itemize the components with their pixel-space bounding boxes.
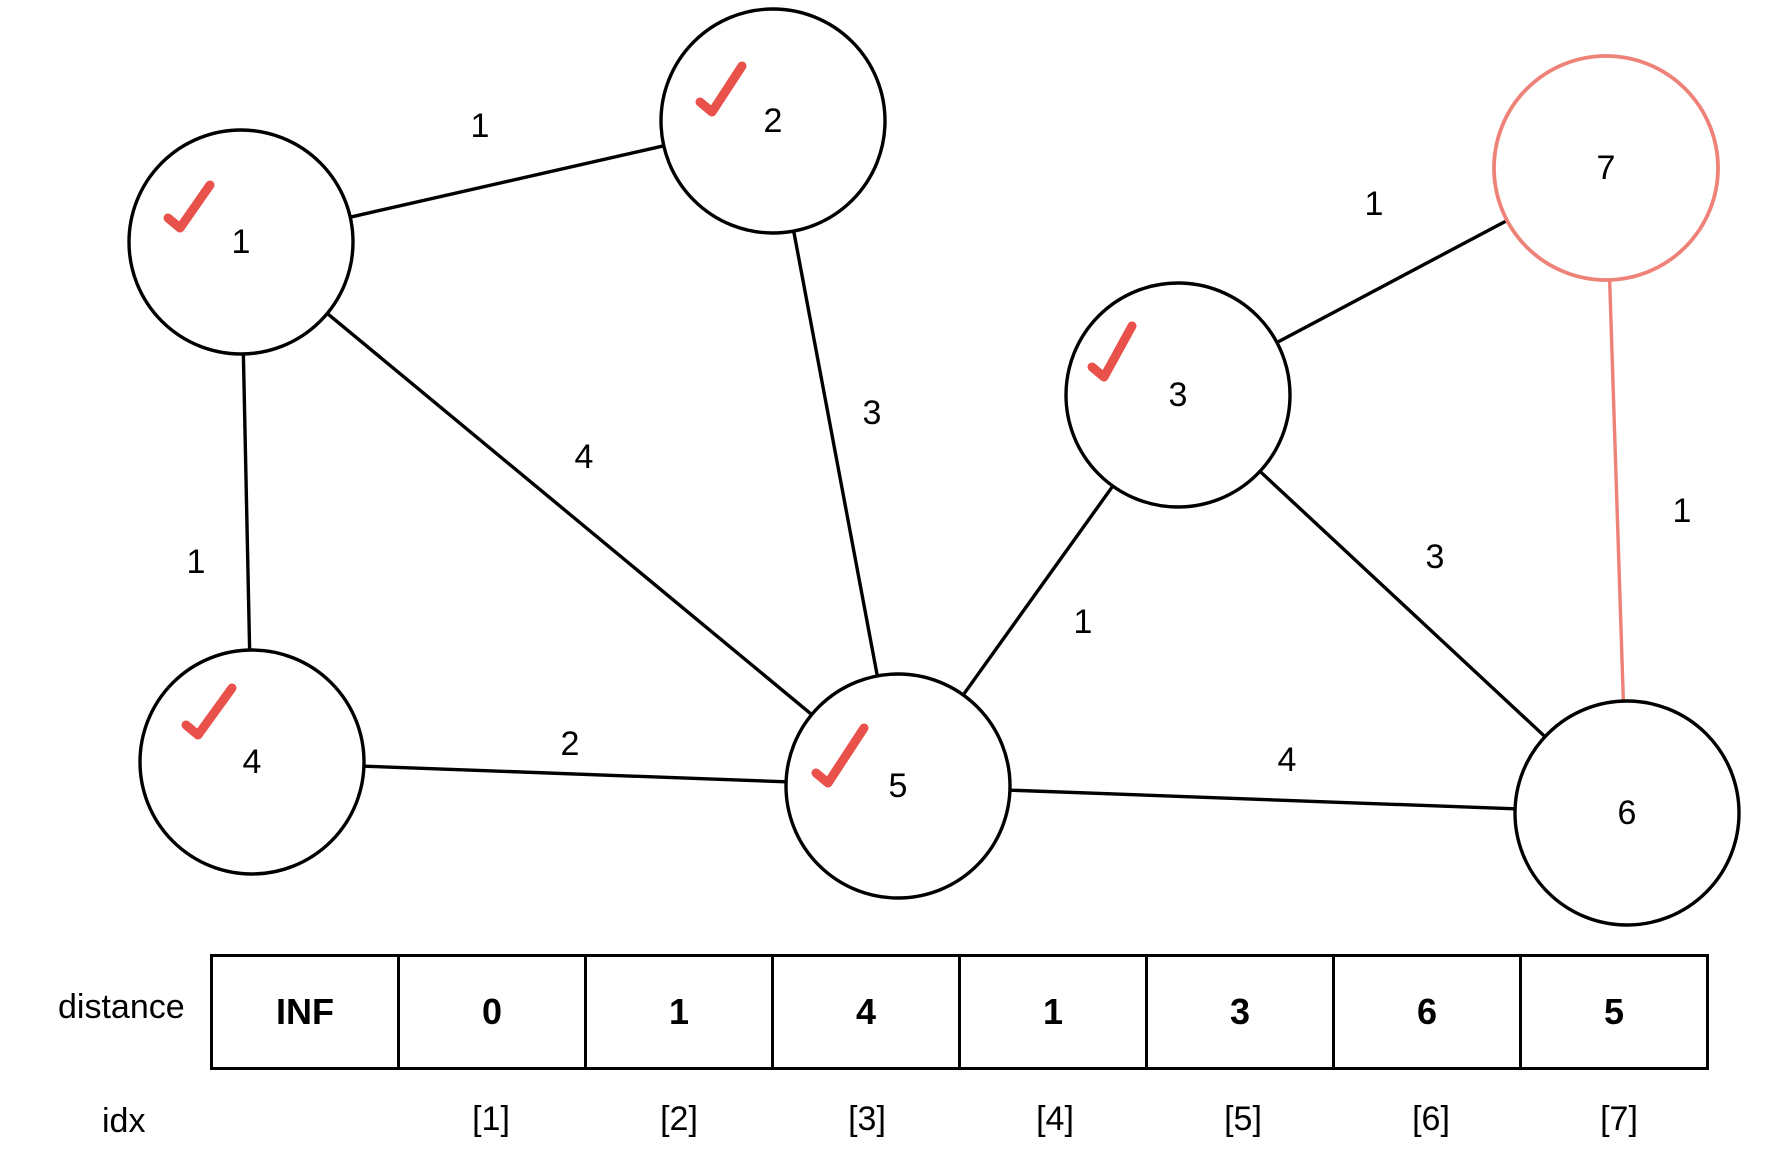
edge-5-3 — [961, 485, 1115, 696]
node-7: 7 — [1492, 54, 1720, 282]
distance-cell-4: 1 — [958, 954, 1148, 1070]
idx-label-6: [6] — [1412, 1100, 1450, 1138]
nodes: 1 2 3 4 5 6 7 — [127, 7, 1741, 927]
edge-weight-5-3: 1 — [1074, 603, 1093, 641]
distance-cell-3: 4 — [771, 954, 961, 1070]
node-label-4: 4 — [243, 743, 262, 781]
edge-weight-3-6: 3 — [1426, 538, 1445, 576]
distance-cell-5: 3 — [1145, 954, 1335, 1070]
distance-cell-0: INF — [210, 954, 400, 1070]
idx-label-2: [2] — [660, 1100, 698, 1138]
distance-cell-2: 1 — [584, 954, 774, 1070]
node-circle-4 — [138, 648, 366, 876]
idx-row-label: idx — [102, 1102, 146, 1140]
checkmark-icon — [695, 61, 747, 117]
node-circle-7 — [1492, 54, 1720, 282]
node-label-7: 7 — [1597, 149, 1616, 187]
checkmark-icon — [811, 723, 869, 788]
node-3: 3 — [1064, 281, 1292, 509]
graph-diagram: 1 1 4 3 2 1 4 1 3 1 1 2 3 4 5 6 7 — [127, 7, 1741, 927]
edge-weight-3-7: 1 — [1365, 185, 1384, 223]
edge-3-7 — [1276, 218, 1508, 345]
checkmark-icon — [163, 180, 215, 233]
edge-4-5 — [363, 764, 787, 784]
distance-row: INF 0 1 4 1 3 6 5 — [210, 954, 1709, 1070]
distance-cell-7: 5 — [1519, 954, 1709, 1070]
edge-1-2 — [349, 144, 665, 219]
node-label-5: 5 — [889, 767, 908, 805]
idx-label-4: [4] — [1036, 1100, 1074, 1138]
distance-row-label: distance — [58, 988, 185, 1026]
node-6: 6 — [1513, 699, 1741, 927]
distance-cell-6: 6 — [1332, 954, 1522, 1070]
node-circle-6 — [1513, 699, 1741, 927]
edge-weight-2-5: 3 — [863, 394, 882, 432]
edge-1-5 — [326, 312, 813, 716]
edge-2-5 — [792, 230, 879, 677]
node-label-3: 3 — [1169, 376, 1188, 414]
idx-label-3: [3] — [848, 1100, 886, 1138]
node-2: 2 — [659, 7, 887, 235]
node-circle-5 — [784, 672, 1012, 900]
edge-weight-5-6: 4 — [1278, 741, 1297, 779]
edge-weight-1-4: 1 — [187, 543, 206, 581]
edge-1-4 — [241, 353, 252, 651]
idx-label-5: [5] — [1224, 1100, 1262, 1138]
edge-weight-1-5: 4 — [575, 438, 594, 476]
idx-label-7: [7] — [1600, 1100, 1638, 1138]
distance-table: INF 0 1 4 1 3 6 5 — [210, 954, 1709, 1070]
edges: 1 1 4 3 2 1 4 1 3 1 — [187, 107, 1692, 811]
edge-3-6 — [1258, 470, 1547, 738]
node-circle-2 — [659, 7, 887, 235]
edge-7-6 — [1607, 279, 1626, 702]
node-5: 5 — [784, 672, 1012, 900]
node-4: 4 — [138, 648, 366, 876]
node-1: 1 — [127, 128, 355, 356]
distance-cell-1: 0 — [397, 954, 587, 1070]
edge-weight-1-2: 1 — [471, 107, 490, 145]
node-label-1: 1 — [232, 223, 251, 261]
node-label-6: 6 — [1618, 794, 1637, 832]
checkmark-icon — [181, 683, 237, 740]
edge-weight-7-6: 1 — [1673, 492, 1692, 530]
edge-5-6 — [1009, 788, 1516, 811]
edge-weight-4-5: 2 — [561, 725, 580, 763]
node-label-2: 2 — [764, 102, 783, 140]
node-circle-1 — [127, 128, 355, 356]
idx-label-1: [1] — [472, 1100, 510, 1138]
checkmark-icon — [1087, 321, 1137, 382]
